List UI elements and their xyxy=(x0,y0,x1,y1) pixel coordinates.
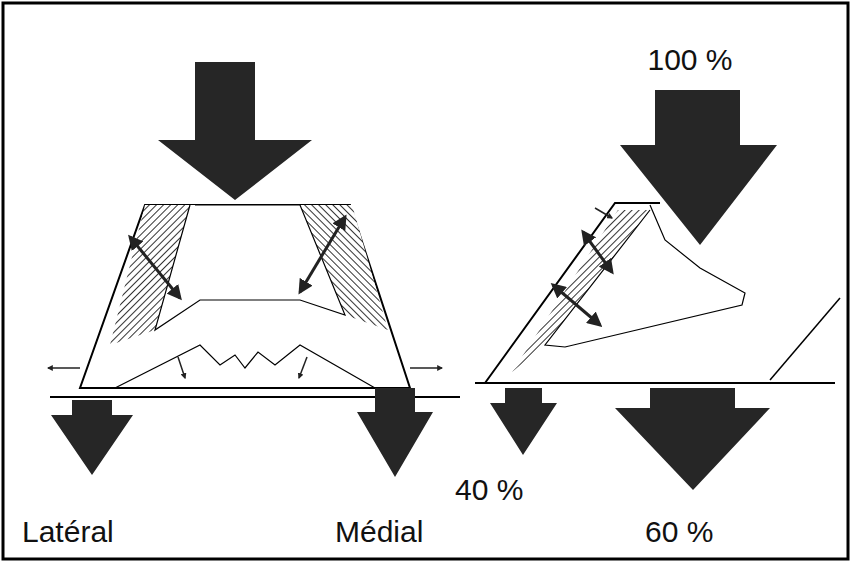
load-percent: 60 % xyxy=(645,517,713,547)
side-label: Latéral xyxy=(22,517,114,547)
load-percent: 40 % xyxy=(455,475,523,505)
frame xyxy=(3,3,848,559)
load-percent: 100 % xyxy=(647,45,732,75)
frontal-view xyxy=(48,62,460,477)
side-label: Médial xyxy=(335,517,423,547)
sagittal-view xyxy=(475,90,840,490)
